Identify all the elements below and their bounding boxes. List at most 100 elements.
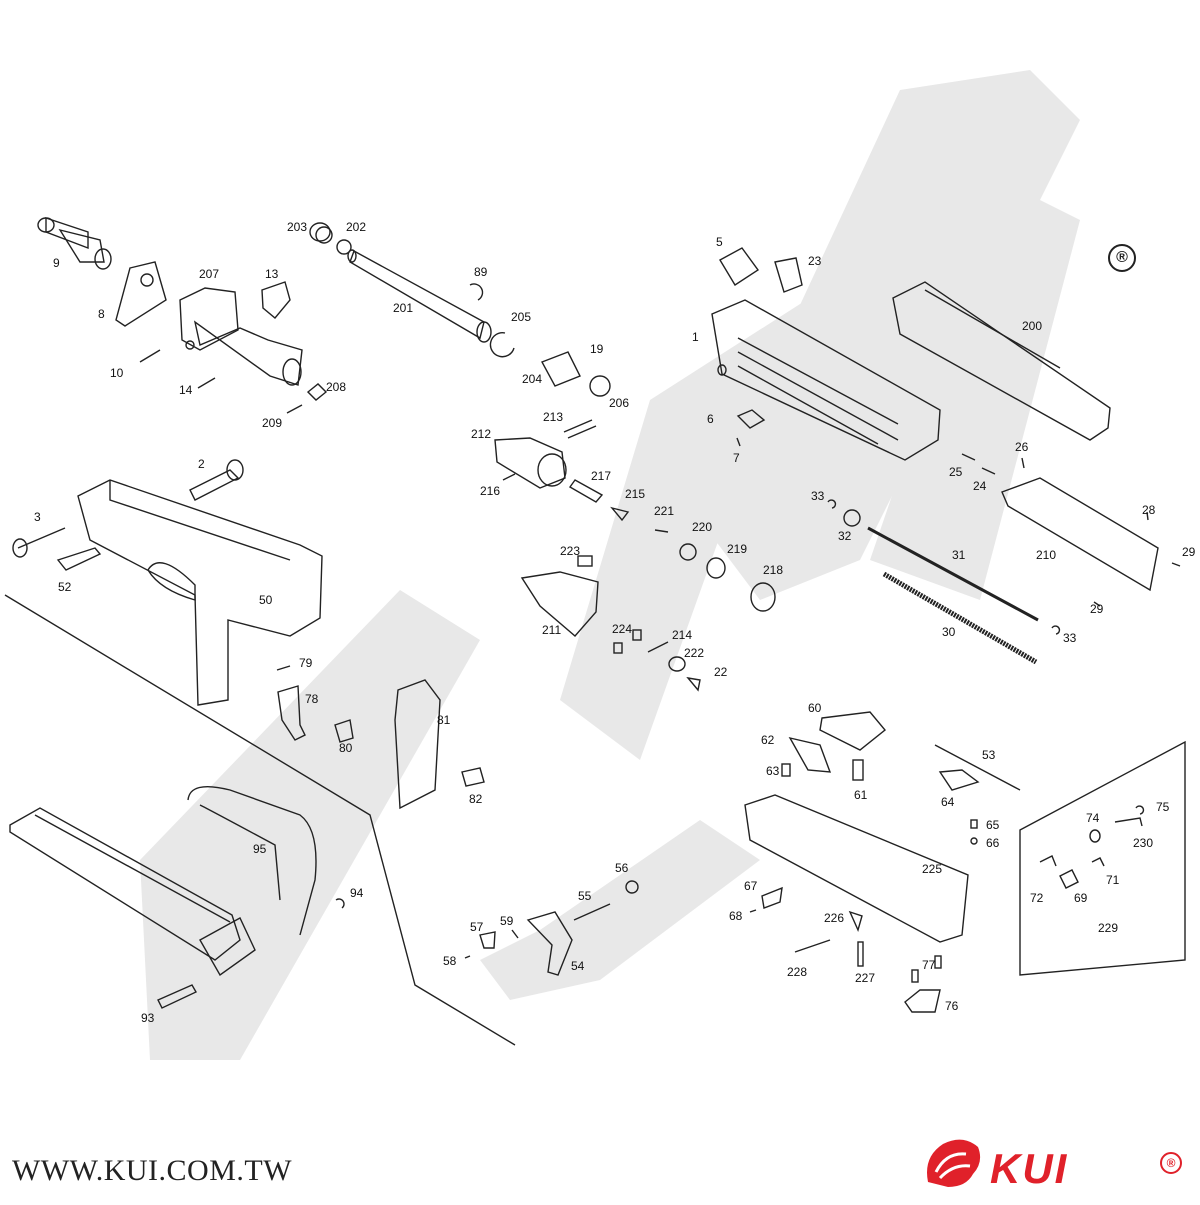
label-79: 79 [299, 656, 313, 670]
part-65 [970, 819, 978, 829]
label-67: 67 [744, 879, 758, 893]
label-26: 26 [1015, 440, 1029, 454]
part-213 [563, 419, 593, 433]
part-71 [1091, 857, 1105, 867]
part-10 [139, 349, 161, 363]
label-5: 5 [716, 235, 723, 249]
part-24 [981, 467, 996, 475]
part-210 [1001, 477, 1159, 592]
part-9 [37, 217, 112, 270]
label-30: 30 [942, 625, 956, 639]
part-3 [17, 527, 66, 549]
label-93: 93 [141, 1011, 155, 1025]
part-204 [541, 351, 581, 387]
part-8 [115, 261, 167, 327]
part-6 [736, 409, 766, 429]
label-25: 25 [949, 465, 963, 479]
label-209: 209 [262, 416, 283, 430]
part-25 [961, 453, 976, 461]
part-59 [511, 929, 519, 939]
label-71: 71 [1106, 873, 1120, 887]
label-220: 220 [692, 520, 713, 534]
drawing-lines [4, 217, 1186, 1046]
label-19: 19 [590, 342, 604, 356]
registered-mark: ® [1108, 244, 1136, 272]
label-77: 77 [922, 958, 936, 972]
label-1: 1 [692, 330, 699, 344]
part-30 [882, 571, 1038, 665]
lion-logo-icon [927, 1139, 981, 1187]
label-225: 225 [922, 862, 943, 876]
part-206 [589, 375, 611, 397]
label-9: 9 [53, 256, 60, 270]
part-224 [613, 642, 623, 654]
label-24: 24 [973, 479, 987, 493]
label-13: 13 [265, 267, 279, 281]
label-66: 66 [986, 836, 1000, 850]
label-57: 57 [470, 920, 484, 934]
part-216 [502, 473, 516, 481]
part-225 [744, 794, 969, 943]
part-52 [56, 547, 102, 571]
part-28 [1146, 511, 1149, 521]
part-61 [852, 759, 864, 781]
part-14 [197, 377, 216, 389]
part-72 [1039, 855, 1057, 867]
part-74 [1089, 829, 1101, 843]
brand-registered-mark: ® [1160, 1152, 1182, 1174]
part-55 [573, 903, 611, 921]
label-54: 54 [571, 959, 585, 973]
label-224: 224 [612, 622, 633, 636]
label-217: 217 [591, 469, 612, 483]
label-63: 63 [766, 764, 780, 778]
part-1 [711, 299, 941, 461]
part-217 [568, 479, 604, 503]
label-33-top: 33 [811, 489, 825, 503]
part-208 [306, 383, 328, 401]
label-207: 207 [199, 267, 220, 281]
label-95: 95 [253, 842, 267, 856]
label-56: 56 [615, 861, 629, 875]
label-65: 65 [986, 818, 1000, 832]
part-57 [479, 931, 496, 949]
label-219: 219 [727, 542, 748, 556]
part-223 [577, 555, 593, 567]
part-50 [77, 479, 323, 706]
label-89: 89 [474, 265, 488, 279]
label-62: 62 [761, 733, 775, 747]
label-10: 10 [110, 366, 124, 380]
part-22 [686, 676, 701, 692]
label-222: 222 [684, 646, 705, 660]
part-81 [394, 679, 441, 810]
label-80: 80 [339, 741, 353, 755]
label-226: 226 [824, 911, 845, 925]
label-81: 81 [437, 713, 451, 727]
label-228: 228 [787, 965, 808, 979]
part-82 [461, 767, 485, 787]
part-215 [610, 506, 630, 522]
part-80 [334, 719, 354, 743]
section-divider [4, 594, 516, 1046]
label-29-low: 29 [1090, 602, 1104, 616]
label-8: 8 [98, 307, 105, 321]
part-69 [1059, 869, 1079, 889]
part-220 [679, 543, 697, 561]
label-55: 55 [578, 889, 592, 903]
label-223: 223 [560, 544, 581, 558]
part-93 [157, 984, 197, 1009]
part-226 [848, 910, 863, 933]
part-221 [654, 529, 669, 533]
part-202 [336, 239, 352, 255]
part-94 [335, 898, 345, 909]
part-7 [736, 437, 741, 447]
label-200: 200 [1022, 319, 1043, 333]
part-26 [1021, 457, 1025, 469]
part-76 [904, 989, 941, 1013]
label-14: 14 [179, 383, 193, 397]
label-74: 74 [1086, 811, 1100, 825]
label-215: 215 [625, 487, 646, 501]
part-200 [892, 281, 1111, 441]
part-54 [526, 911, 573, 976]
label-208: 208 [326, 380, 347, 394]
